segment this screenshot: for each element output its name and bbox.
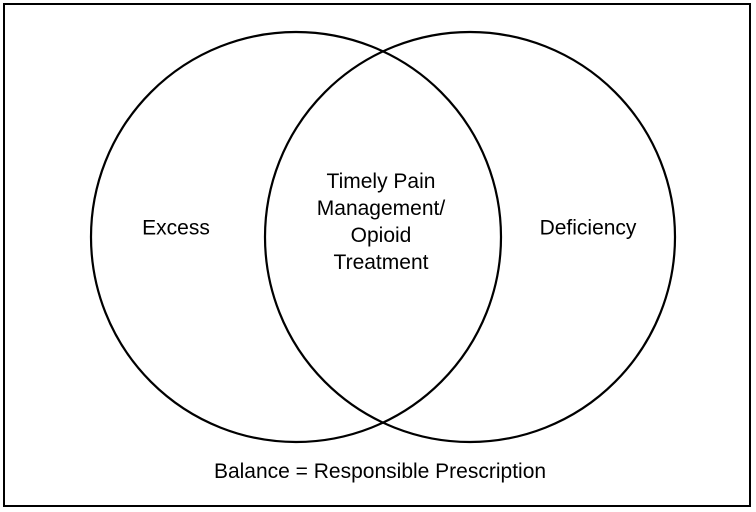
- left-circle: [89, 30, 503, 444]
- overlap-label-line: Treatment: [333, 251, 429, 274]
- left-circle-label: Excess: [142, 216, 210, 240]
- overlap-label: Timely Pain Management/ Opioid Treatment: [296, 168, 466, 276]
- venn-circles: [89, 30, 677, 444]
- right-circle: [263, 30, 677, 444]
- diagram-border: Excess Deficiency Timely Pain Management…: [3, 3, 751, 507]
- overlap-label-line: Opioid: [350, 224, 412, 247]
- overlap-label-line: Management/: [316, 197, 446, 220]
- caption: Balance = Responsible Prescription: [213, 460, 547, 483]
- overlap-label-line: Timely Pain: [326, 170, 436, 193]
- right-circle-label: Deficiency: [539, 216, 637, 240]
